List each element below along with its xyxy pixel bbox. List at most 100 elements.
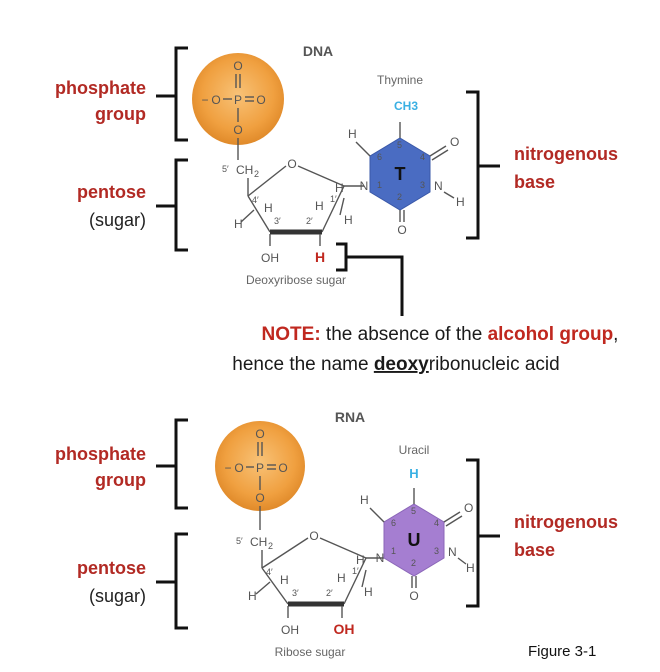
svg-text:O: O — [234, 461, 243, 475]
svg-text:1: 1 — [377, 180, 382, 190]
svg-text:O: O — [255, 491, 264, 505]
rna-sugar-ring: 5′ CH 2 O 4′ H H 3′ 2′ H 1′ H H OH OH — [236, 529, 373, 637]
svg-text:1′: 1′ — [330, 194, 337, 204]
rna-phosphate-label: phosphate — [55, 444, 146, 464]
dna-section: DNA phosphate group pentose (sugar) nitr… — [55, 43, 618, 316]
svg-text:O: O — [211, 93, 220, 107]
dna-phosphate-formula: O − O P O O — [201, 59, 265, 137]
svg-text:H: H — [264, 201, 273, 215]
svg-text:CH: CH — [250, 535, 267, 549]
svg-text:2: 2 — [268, 541, 273, 551]
svg-text:H: H — [234, 217, 243, 231]
note-line-2: hence the name deoxyribonucleic acid — [232, 354, 559, 375]
rna-nitrogenous-label: nitrogenous — [514, 512, 618, 532]
dna-base-letter: T — [395, 164, 406, 184]
svg-text:2: 2 — [397, 192, 402, 202]
dna-phosphate-orb — [192, 53, 284, 145]
svg-text:5: 5 — [411, 506, 416, 516]
svg-text:6: 6 — [377, 152, 382, 162]
rna-phosphate-orb — [215, 421, 305, 511]
rna-phosphate-formula: O − O P O O — [224, 427, 287, 505]
svg-text:4: 4 — [434, 518, 439, 528]
rna-base-bracket — [466, 458, 500, 608]
svg-text:O: O — [233, 59, 242, 73]
svg-text:4′: 4′ — [252, 195, 259, 205]
svg-text:3′: 3′ — [292, 588, 299, 598]
rna-base-ring: N U 6 5 4 1 2 3 N H O O H H Uracil — [360, 443, 475, 603]
svg-text:CH: CH — [236, 163, 253, 177]
svg-text:4: 4 — [420, 152, 425, 162]
rna-section: RNA phosphate group pentose (sugar) nitr… — [55, 409, 618, 659]
dna-phosphate-label-2: group — [95, 104, 146, 124]
rna-pentose-bracket — [156, 532, 188, 630]
svg-text:2′: 2′ — [306, 216, 313, 226]
svg-text:2: 2 — [254, 169, 259, 179]
svg-text:O: O — [464, 501, 473, 515]
svg-text:2: 2 — [411, 558, 416, 568]
dna-title: DNA — [303, 43, 333, 59]
svg-text:O: O — [409, 589, 418, 603]
svg-text:2′: 2′ — [326, 588, 333, 598]
svg-text:N: N — [376, 551, 385, 565]
svg-text:H: H — [280, 573, 289, 587]
dna-base-name: Thymine — [377, 73, 423, 87]
svg-text:6: 6 — [391, 518, 396, 528]
svg-text:H: H — [360, 493, 369, 507]
dna-oh: OH — [261, 251, 279, 265]
svg-text:3: 3 — [434, 546, 439, 556]
dna-callout-bracket — [336, 242, 404, 316]
svg-text:O: O — [233, 123, 242, 137]
svg-text:1′: 1′ — [352, 566, 359, 576]
svg-text:O: O — [278, 461, 287, 475]
svg-text:H: H — [344, 213, 353, 227]
svg-text:O: O — [256, 93, 265, 107]
rna-h-accent: H — [409, 466, 418, 481]
rna-oh: OH — [281, 623, 299, 637]
rna-phosphate-label-2: group — [95, 470, 146, 490]
rna-sugar-name: Ribose sugar — [275, 645, 346, 659]
svg-text:O: O — [397, 223, 406, 237]
svg-text:O: O — [287, 157, 296, 171]
svg-text:−: − — [224, 461, 231, 475]
note-block: NOTE: the absence of the alcohol group, … — [232, 324, 618, 375]
svg-text:P: P — [234, 93, 242, 107]
rna-pentose-label: pentose — [77, 558, 146, 578]
rna-oh-highlight: OH — [334, 621, 355, 637]
dna-h-highlight: H — [315, 249, 325, 265]
dna-phosphate-bracket — [156, 46, 188, 142]
rna-base-label: base — [514, 540, 555, 560]
dna-nitrogenous-label: nitrogenous — [514, 144, 618, 164]
rna-base-name: Uracil — [399, 443, 430, 457]
svg-text:O: O — [255, 427, 264, 441]
svg-text:5′: 5′ — [222, 164, 229, 174]
svg-text:H: H — [364, 585, 373, 599]
dna-sugar-name: Deoxyribose sugar — [246, 273, 346, 287]
svg-text:N: N — [448, 545, 457, 559]
svg-text:−: − — [201, 93, 208, 107]
rna-sugar-label: (sugar) — [89, 586, 146, 606]
dna-pentose-label: pentose — [77, 182, 146, 202]
svg-text:H: H — [248, 589, 257, 603]
note-line-1: NOTE: the absence of the alcohol group, — [262, 324, 619, 345]
figure-caption: Figure 3-1 — [528, 643, 596, 660]
svg-text:5′: 5′ — [236, 536, 243, 546]
dna-sugar-label: (sugar) — [89, 210, 146, 230]
svg-text:H: H — [337, 571, 346, 585]
rna-base-letter: U — [408, 530, 421, 550]
svg-text:H: H — [348, 127, 357, 141]
rna-title: RNA — [335, 409, 365, 425]
dna-base-label: base — [514, 172, 555, 192]
svg-text:O: O — [450, 135, 459, 149]
svg-text:1: 1 — [391, 546, 396, 556]
dna-methyl: CH3 — [394, 99, 418, 113]
dna-base-ring: N T 6 5 4 1 2 3 N H O O H CH3 Thymine — [344, 73, 465, 237]
svg-text:H: H — [315, 199, 324, 213]
svg-text:3: 3 — [420, 180, 425, 190]
rna-phosphate-bracket — [156, 418, 188, 510]
svg-text:H: H — [356, 553, 365, 567]
dna-sugar-ring: 5′ CH 2 O 4′ H H 3′ 2′ H 1′ H H OH H — [222, 157, 353, 265]
svg-text:N: N — [360, 179, 369, 193]
dna-base-bracket — [466, 90, 500, 240]
svg-text:O: O — [309, 529, 318, 543]
